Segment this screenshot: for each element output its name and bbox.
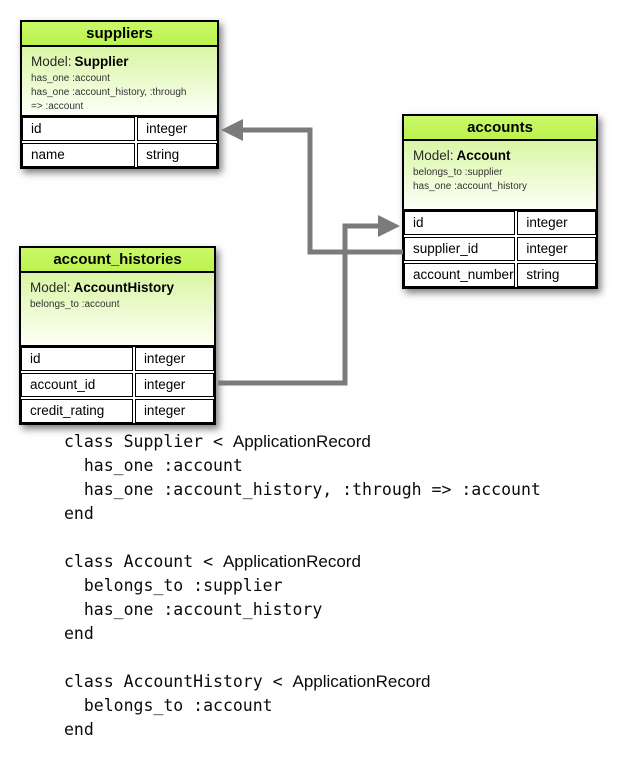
code-superclass: ApplicationRecord <box>232 432 371 451</box>
table-account-histories-model-section: Model:AccountHistory belongs_to :account <box>21 273 214 345</box>
association-text: => :account <box>31 101 84 112</box>
code-body-line: belongs_to :supplier <box>64 576 283 595</box>
table-row: id integer <box>22 117 217 141</box>
model-name: AccountHistory <box>73 280 175 295</box>
code-class-line: class Supplier < ApplicationRecord <box>64 430 624 454</box>
table-row: account_number string <box>404 263 596 287</box>
code-block-supplier: class Supplier < ApplicationRecord has_o… <box>64 430 624 526</box>
code-body-line: belongs_to :account <box>64 696 273 715</box>
model-line: Model:AccountHistory <box>30 280 205 295</box>
table-suppliers-model-section: Model:Supplier has_one :account has_one … <box>22 47 217 115</box>
code-declaration: class Supplier < <box>64 432 233 451</box>
table-account-histories: account_histories Model:AccountHistory b… <box>19 246 216 425</box>
column-type-cell: integer <box>517 211 596 235</box>
code-class-line: class Account < ApplicationRecord <box>64 550 624 574</box>
table-row: id integer <box>21 347 214 371</box>
code-end-line: end <box>64 624 94 643</box>
column-type-cell: integer <box>137 117 217 141</box>
table-accounts-rows: id integer supplier_id integer account_n… <box>404 209 596 287</box>
association-text: has_one :account <box>31 73 110 84</box>
code-end-line: end <box>64 720 94 739</box>
table-account-histories-title: account_histories <box>21 248 214 273</box>
table-accounts: accounts Model:Account belongs_to :suppl… <box>402 114 598 289</box>
association-text: has_one :account_history <box>413 181 527 192</box>
column-name-cell: id <box>21 347 133 371</box>
model-label: Model: <box>413 148 454 163</box>
code-superclass: ApplicationRecord <box>222 552 361 571</box>
code-declaration: class Account < <box>64 552 223 571</box>
table-account-histories-rows: id integer account_id integer credit_rat… <box>21 345 214 423</box>
code-body-line: has_one :account_history <box>64 600 323 619</box>
code-block-account: class Account < ApplicationRecord belong… <box>64 550 624 646</box>
column-name-cell: credit_rating <box>21 399 133 423</box>
code-body-line: has_one :account <box>64 456 243 475</box>
column-name-cell: name <box>22 143 136 167</box>
column-name-cell: id <box>22 117 136 141</box>
table-accounts-model-section: Model:Account belongs_to :supplier has_o… <box>404 141 596 209</box>
association-text: belongs_to :account <box>30 299 120 310</box>
column-name-cell: account_number <box>404 263 516 287</box>
code-superclass: ApplicationRecord <box>292 672 431 691</box>
column-name-cell: supplier_id <box>404 237 516 261</box>
connector-accounts-to-suppliers <box>243 127 403 255</box>
table-row: id integer <box>404 211 596 235</box>
association-text: has_one :account_history, :through <box>31 87 187 98</box>
code-declaration: class AccountHistory < <box>64 672 293 691</box>
column-type-cell: integer <box>517 237 596 261</box>
column-type-cell: integer <box>134 373 214 397</box>
table-row: name string <box>22 143 217 167</box>
code-end-line: end <box>64 504 94 523</box>
model-line: Model:Supplier <box>31 54 208 69</box>
table-accounts-title: accounts <box>404 116 596 141</box>
model-line: Model:Account <box>413 148 587 163</box>
column-name-cell: id <box>404 211 516 235</box>
column-type-cell: string <box>517 263 596 287</box>
column-type-cell: string <box>137 143 217 167</box>
column-type-cell: integer <box>134 347 214 371</box>
table-suppliers-title: suppliers <box>22 22 217 47</box>
model-name: Supplier <box>74 54 129 69</box>
association-text: belongs_to :supplier <box>413 167 503 178</box>
table-suppliers-rows: id integer name string <box>22 115 217 167</box>
table-row: credit_rating integer <box>21 399 214 423</box>
connector-account-histories-to-accounts <box>218 223 378 386</box>
column-type-cell: integer <box>134 399 214 423</box>
model-name: Account <box>456 148 511 163</box>
table-row: account_id integer <box>21 373 214 397</box>
ruby-code-area: class Supplier < ApplicationRecord has_o… <box>64 430 624 766</box>
column-name-cell: account_id <box>21 373 133 397</box>
table-suppliers: suppliers Model:Supplier has_one :accoun… <box>20 20 219 169</box>
table-row: supplier_id integer <box>404 237 596 261</box>
code-body-line: has_one :account_history, :through => :a… <box>64 480 541 499</box>
arrowhead-into-suppliers-id-icon <box>221 119 243 141</box>
code-class-line: class AccountHistory < ApplicationRecord <box>64 670 624 694</box>
model-label: Model: <box>31 54 72 69</box>
model-label: Model: <box>30 280 71 295</box>
code-block-account-history: class AccountHistory < ApplicationRecord… <box>64 670 624 742</box>
arrowhead-into-accounts-id-icon <box>378 215 400 237</box>
